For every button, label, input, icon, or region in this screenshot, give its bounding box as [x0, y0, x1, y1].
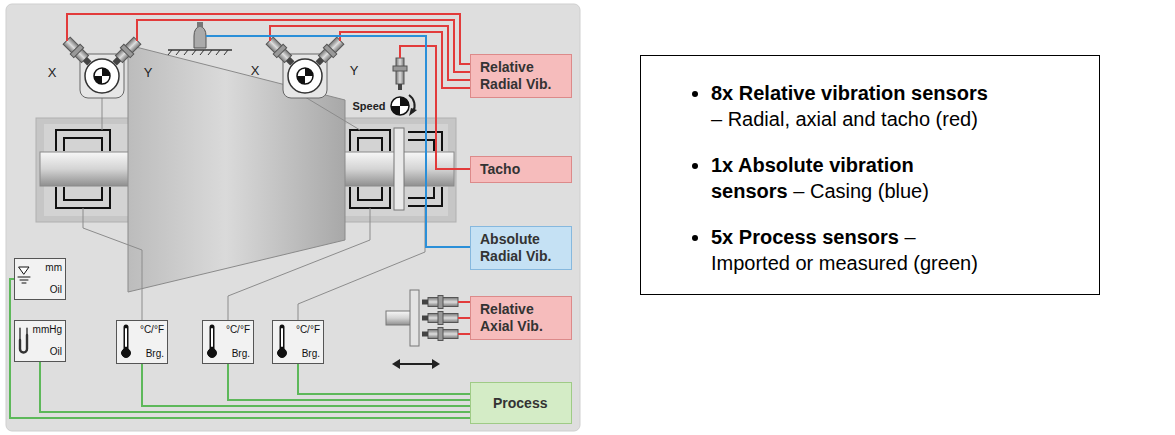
leader-lines	[83, 97, 425, 320]
bearing-temp-sensor: °C/°F Brg.	[272, 320, 324, 364]
relative-vibration-wires	[67, 14, 470, 334]
thermo-symbol	[118, 322, 134, 360]
bullet-detail: – Casing (blue)	[793, 180, 929, 202]
signal-group-box: Tacho	[470, 156, 572, 183]
sensor-unit: °C/°F	[140, 324, 164, 336]
box-label: Tacho	[480, 161, 565, 178]
oil-level-sensor: mmOil	[14, 258, 66, 300]
sensor-unit: Oil	[50, 284, 62, 296]
bullet-item: 8x Relative vibration sensors – Radial, …	[711, 80, 993, 132]
sensor-unit: Brg.	[302, 348, 320, 360]
box-label: Relative Axial Vib.	[480, 301, 565, 335]
bullet-detail: – Radial, axial and tacho (red)	[711, 108, 978, 130]
thermo-symbol	[274, 322, 290, 360]
signal-group-box: Absolute Radial Vib.	[470, 226, 572, 270]
box-label: Process	[493, 395, 565, 412]
thermo-symbol	[204, 322, 220, 360]
process-signal-wire	[10, 279, 470, 418]
bullet-item: 1x Absolute vibration sensors – Casing (…	[711, 152, 993, 204]
note-box: 8x Relative vibration sensors – Radial, …	[640, 55, 1100, 295]
casing-velocity-sensor	[168, 22, 232, 55]
sensor-unit: mm	[45, 262, 62, 274]
rotor-symbol	[283, 54, 327, 98]
tacho-probe	[391, 58, 417, 116]
rotor-symbol	[80, 54, 124, 98]
bullet-item: 5x Process sensors – Imported or measure…	[711, 224, 993, 276]
axial-probe-assembly	[386, 290, 458, 369]
signal-group-box: Relative Axial Vib.	[470, 296, 572, 340]
bullet-heading: 5x Process sensors	[711, 226, 899, 248]
signal-group-box: Process	[470, 382, 572, 424]
sensor-unit: °C/°F	[296, 324, 320, 336]
box-label: Relative Radial Vib.	[480, 59, 565, 93]
sensor-unit: mmHg	[33, 324, 62, 336]
thrust-collar	[394, 128, 404, 210]
panel-ground	[6, 4, 580, 431]
probe-axis-label: Y	[350, 63, 359, 78]
process-signal-wire	[228, 364, 470, 400]
bullet-list: 8x Relative vibration sensors – Radial, …	[711, 80, 1083, 276]
bearing-symbols	[56, 130, 442, 208]
sensor-unit: °C/°F	[226, 324, 250, 336]
level-symbol	[16, 260, 32, 298]
signal-group-box: Relative Radial Vib.	[470, 54, 572, 98]
probe-axis-label: X	[48, 65, 57, 80]
bearing-temp-sensor: °C/°F Brg.	[116, 320, 168, 364]
compressor-casing	[128, 45, 345, 292]
box-label: Absolute Radial Vib.	[480, 231, 565, 265]
probe-axis-label: X	[251, 63, 260, 78]
sensor-unit: Oil	[50, 346, 62, 358]
oil-pressure-sensor: mmHgOil	[14, 320, 66, 362]
probe-axis-label: Y	[144, 65, 153, 80]
bullet-heading: 8x Relative vibration sensors	[711, 82, 988, 104]
absolute-vibration-wire	[206, 36, 470, 247]
bearing-temp-sensor: °C/°F Brg.	[202, 320, 254, 364]
process-signal-wire	[40, 362, 470, 412]
sensor-unit: Brg.	[232, 348, 250, 360]
process-signal-wire	[298, 364, 470, 394]
utube-symbol	[16, 322, 32, 360]
sensor-unit: Brg.	[146, 348, 164, 360]
process-signal-wire	[142, 364, 470, 406]
speed-label: Speed	[352, 99, 385, 114]
